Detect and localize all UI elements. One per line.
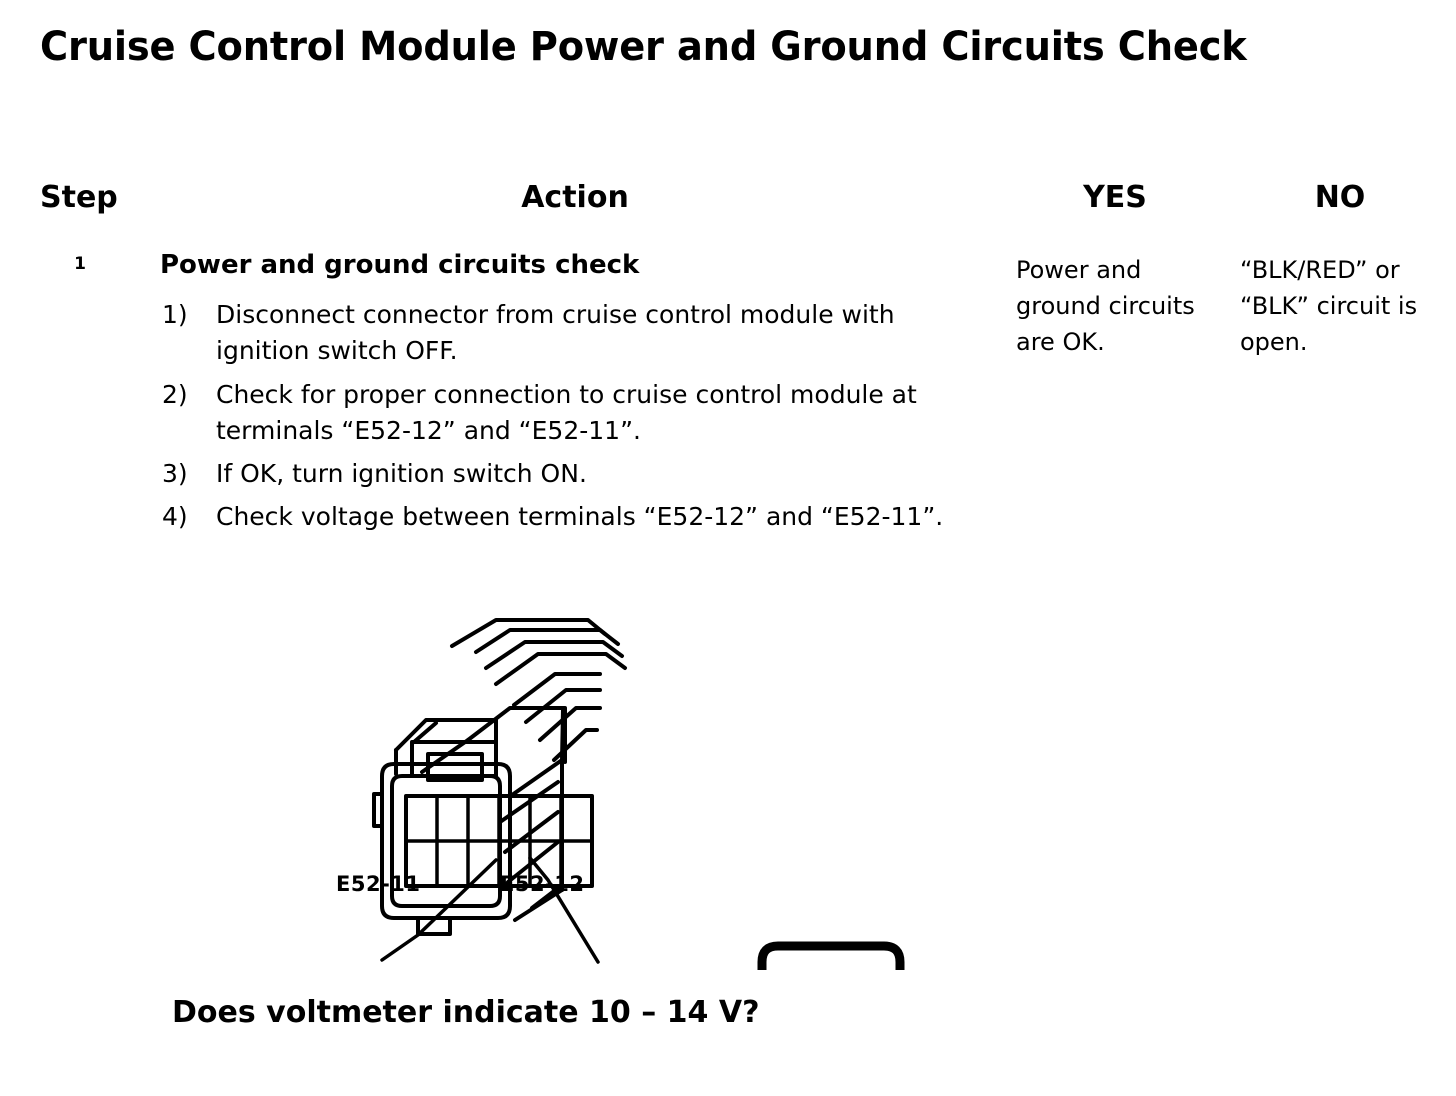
- decision-question: Does voltmeter indicate 10 – 14 V?: [172, 995, 760, 1030]
- terminal-grid: [404, 794, 594, 888]
- voltmeter-icon: [757, 941, 905, 970]
- connector-illustration: [372, 618, 627, 964]
- page-title: Cruise Control Module Power and Ground C…: [40, 24, 1247, 70]
- list-item-text: If OK, turn ignition switch ON.: [216, 459, 587, 488]
- column-header-no: NO: [1314, 180, 1366, 215]
- list-item-marker: 1): [162, 300, 188, 329]
- list-item: 1) Disconnect connector from cruise cont…: [160, 297, 960, 370]
- terminal-label-e52-12: E52-12: [500, 872, 585, 896]
- list-item: 2) Check for proper connection to cruise…: [160, 377, 960, 450]
- terminal-leader-lines: [380, 856, 600, 964]
- step-number: 1: [74, 254, 86, 274]
- action-step-list: 1) Disconnect connector from cruise cont…: [160, 297, 960, 543]
- column-header-action: Action: [521, 180, 629, 215]
- column-header-step: Step: [40, 180, 118, 215]
- outcome-yes-text: Power and ground circuits are OK.: [1016, 256, 1195, 356]
- list-item-text: Check voltage between terminals “E52-12”…: [216, 502, 944, 532]
- list-item-text: Check for proper connection to cruise co…: [216, 379, 917, 445]
- list-item: 3) If OK, turn ignition switch ON.: [160, 456, 960, 492]
- wiring-test-figure: [300, 590, 920, 970]
- column-header-yes: YES: [1083, 180, 1147, 215]
- figure-svg: [372, 618, 905, 970]
- list-item-marker: 3): [162, 459, 188, 488]
- list-item-marker: 2): [162, 379, 188, 409]
- list-item: 4) Check voltage between terminals “E52-…: [160, 499, 960, 535]
- terminal-label-e52-11: E52-11: [336, 872, 421, 896]
- leader-line-e52-11: [380, 858, 498, 962]
- connector-front-face: [372, 762, 512, 936]
- action-heading: Power and ground circuits check: [160, 250, 640, 280]
- outcome-no-text: “BLK/RED” or “BLK” circuit is open.: [1240, 256, 1418, 356]
- list-item-marker: 4): [162, 502, 188, 532]
- leader-line-e52-12: [528, 856, 600, 964]
- list-item-text: Disconnect connector from cruise control…: [216, 300, 895, 366]
- wire-bundle-icon: [450, 618, 627, 762]
